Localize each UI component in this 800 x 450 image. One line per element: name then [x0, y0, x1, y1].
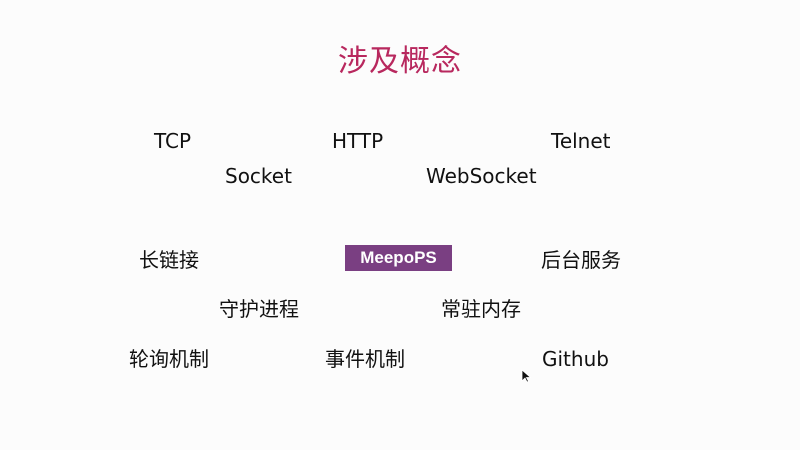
term-tcp: TCP	[154, 129, 192, 153]
term-socket: Socket	[225, 164, 292, 188]
meepops-highlight-badge: MeepoPS	[345, 245, 452, 271]
term-background-service: 后台服务	[541, 248, 621, 272]
term-long-connection: 长链接	[139, 248, 199, 272]
term-http: HTTP	[332, 129, 384, 153]
term-polling: 轮询机制	[129, 347, 209, 371]
slide-title: 涉及概念	[338, 44, 462, 79]
mouse-pointer-icon	[521, 369, 531, 383]
term-github: Github	[542, 347, 609, 371]
term-daemon-process: 守护进程	[219, 297, 299, 321]
term-event-mechanism: 事件机制	[325, 347, 405, 371]
term-telnet: Telnet	[551, 129, 611, 153]
term-websocket: WebSocket	[426, 164, 537, 188]
term-resident-memory: 常驻内存	[441, 297, 521, 321]
